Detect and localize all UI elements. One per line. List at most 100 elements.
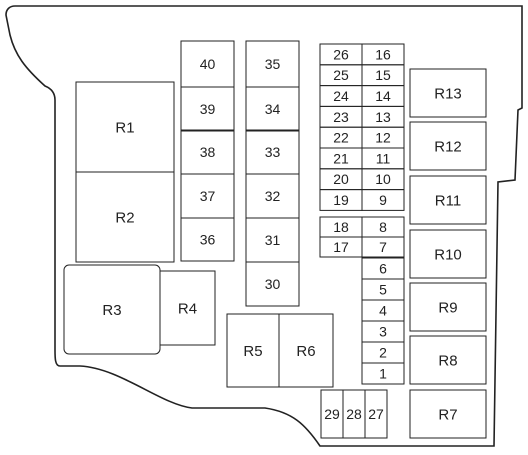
fuse-f4: 4 <box>361 299 405 322</box>
relay-r6-box <box>278 313 334 388</box>
fuse-f26-label: 26 <box>333 46 349 62</box>
fuse-f30: 30 <box>245 261 300 307</box>
fuse-f39: 39 <box>180 86 235 132</box>
fuse-f31-label: 31 <box>265 232 281 248</box>
relay-r9-box <box>409 282 487 332</box>
fuse-f11: 11 <box>361 147 405 170</box>
relay-r9: R9 <box>409 282 487 332</box>
fuse-f18: 18 <box>319 216 363 238</box>
fuse-f39-label: 39 <box>200 101 216 117</box>
fuse-box-outline <box>5 5 523 447</box>
fuse-f40-label: 40 <box>200 56 216 72</box>
fuse-f16: 16 <box>361 43 405 66</box>
fuse-f28: 28 <box>342 389 366 439</box>
fuse-f26: 26 <box>319 43 363 66</box>
fuse-f10: 10 <box>361 168 405 191</box>
relay-r13: R13 <box>409 68 487 118</box>
relay-r13-label: R13 <box>434 85 462 102</box>
relay-r12: R12 <box>409 121 487 171</box>
fuse-f21-label: 21 <box>333 150 349 166</box>
fuse-f10-label: 10 <box>375 171 391 187</box>
fuse-f32-label: 32 <box>265 188 281 204</box>
relay-r8-label: R8 <box>438 352 457 369</box>
relay-r10-box <box>409 229 487 279</box>
fuse-f33-label: 33 <box>265 144 281 160</box>
fuse-f18-label: 18 <box>333 219 349 235</box>
relay-r13-box <box>409 68 487 118</box>
fuse-f34-label: 34 <box>265 101 281 117</box>
fuse-f29-label: 29 <box>324 406 340 422</box>
fuse-f2: 2 <box>361 341 405 364</box>
relay-r6: R6 <box>278 313 334 388</box>
relay-r4-box <box>159 270 216 346</box>
fuse-f7-box <box>361 236 405 258</box>
relay-r8-box <box>409 335 487 385</box>
fuse-f21: 21 <box>319 147 363 170</box>
fuse-f3: 3 <box>361 320 405 343</box>
relay-r4-label: R4 <box>178 300 197 317</box>
fuse-f17-label: 17 <box>333 239 349 255</box>
relay-r4: R4 <box>159 270 216 346</box>
fuse-f29: 29 <box>320 389 344 439</box>
relay-r5-label: R5 <box>243 343 262 360</box>
fuse-f6: 6 <box>361 257 405 280</box>
fuse-f9-box <box>361 189 405 211</box>
fuse-f34-box <box>245 86 300 132</box>
fuse-f31: 31 <box>245 217 300 263</box>
fuse-f11-label: 11 <box>376 150 391 166</box>
relay-r6-label: R6 <box>296 343 315 360</box>
relay-r12-label: R12 <box>434 138 462 155</box>
fuse-f27: 27 <box>364 389 388 439</box>
fuse-f3-label: 3 <box>379 324 387 340</box>
fuse-f35-label: 35 <box>265 56 281 72</box>
fuse-f5-label: 5 <box>379 282 387 298</box>
fuse-f25-label: 25 <box>333 67 349 83</box>
fuse-f30-box <box>245 261 300 307</box>
relay-r2: R2 <box>75 171 175 263</box>
fuse-f1-label: 1 <box>379 366 387 382</box>
relay-r11: R11 <box>409 175 487 225</box>
relay-r11-box <box>409 175 487 225</box>
relay-r7-label: R7 <box>438 406 457 423</box>
fuse-f14: 14 <box>361 85 405 107</box>
relay-r1-label: R1 <box>115 119 134 136</box>
fuse-f25: 25 <box>319 64 363 87</box>
fuse-f2-label: 2 <box>379 345 387 361</box>
fuse-f24-label: 24 <box>333 88 349 104</box>
relay-r9-label: R9 <box>438 299 457 316</box>
fuse-f28-label: 28 <box>346 406 362 422</box>
fuse-f8: 8 <box>361 216 405 238</box>
fuse-f7: 7 <box>361 236 405 258</box>
relay-r12-box <box>409 121 487 171</box>
fuse-f38: 38 <box>180 129 235 175</box>
relay-r7: R7 <box>409 389 487 439</box>
fuse-f36-box <box>180 217 235 262</box>
fuse-f9-label: 9 <box>379 192 387 208</box>
relay-r2-label: R2 <box>115 209 134 226</box>
fuse-f12-label: 12 <box>375 130 391 146</box>
fuse-f1: 1 <box>361 362 405 385</box>
fuse-f20: 20 <box>319 168 363 191</box>
fuse-f16-label: 16 <box>375 46 391 62</box>
fuse-f12: 12 <box>361 126 405 149</box>
relay-r7-box <box>409 389 487 439</box>
fuse-f4-label: 4 <box>379 303 387 319</box>
fuse-f36-label: 36 <box>200 232 216 248</box>
fuse-f9: 9 <box>361 189 405 211</box>
fuse-f19-label: 19 <box>333 192 349 208</box>
fuse-f37-label: 37 <box>200 188 216 204</box>
fuse-f27-label: 27 <box>368 406 384 422</box>
fuse-f37: 37 <box>180 173 235 219</box>
fuse-f5: 5 <box>361 278 405 301</box>
relay-r11-label: R11 <box>435 192 461 209</box>
relay-r1: R1 <box>75 81 175 173</box>
fuse-f35: 35 <box>245 40 300 88</box>
fuse-f30-label: 30 <box>265 276 281 292</box>
fuse-f40: 40 <box>180 40 235 88</box>
fuse-f38-label: 38 <box>200 144 216 160</box>
fuse-f34: 34 <box>245 86 300 132</box>
relay-r3: R3 <box>63 264 161 355</box>
relay-r2-box <box>75 171 175 263</box>
